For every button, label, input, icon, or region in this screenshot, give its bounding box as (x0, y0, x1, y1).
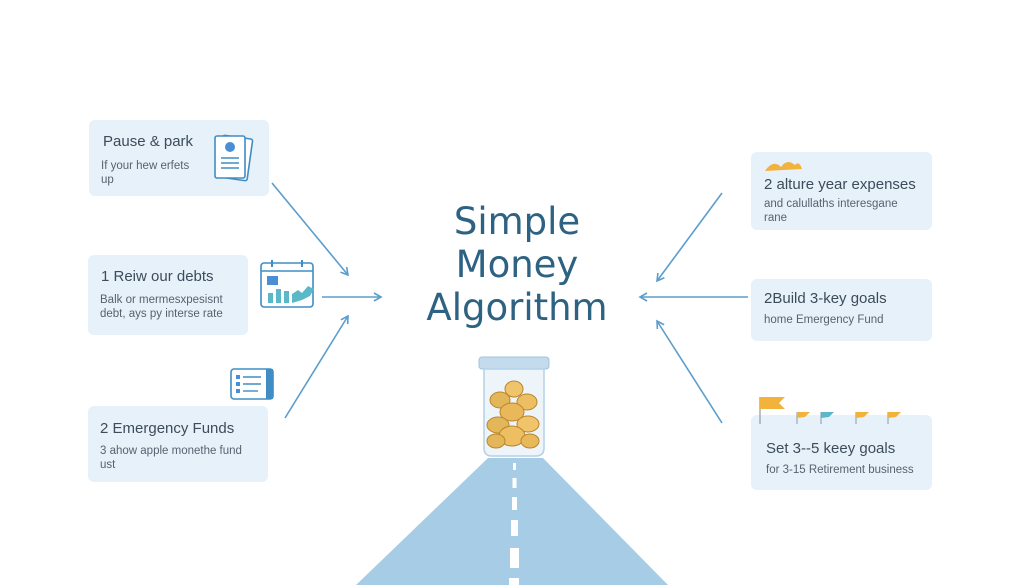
card-text: home Emergency Fund (764, 314, 884, 326)
card-set-goals: Set 3--5 keey goals for 3-15 Retirement … (751, 415, 932, 490)
arrow-card4-to-title (656, 192, 723, 283)
checklist-icon (230, 368, 274, 400)
diagram-title: Simple Money Algorithm (392, 200, 642, 329)
card-future-expenses: 2 alture year expenses and calullaths in… (751, 152, 932, 230)
calendar-chart-icon (260, 260, 314, 308)
title-line-3: Algorithm (426, 286, 608, 329)
document-icon (214, 134, 254, 182)
arrow-card1-to-title (271, 182, 350, 277)
road-icon (356, 458, 668, 585)
card-build-goals: 2Build 3-key goals home Emergency Fund (751, 279, 932, 341)
card-emergency-funds: 2 Emergency Funds 3 ahow apple monethe f… (88, 406, 268, 482)
card-text: for 3-15 Retirement business (766, 464, 914, 476)
sun-rays-icon (765, 161, 802, 171)
arrow-card6-to-title (656, 319, 723, 424)
card-title: 2 Emergency Funds (100, 420, 235, 437)
card-title: Pause & park (103, 133, 194, 150)
card-title: 2Build 3-key goals (764, 290, 887, 307)
title-line-1: Simple (453, 200, 581, 243)
arrow-card3-to-title (284, 314, 349, 419)
coin-jar-icon (478, 356, 550, 457)
card-title: Set 3--5 keey goals (766, 440, 896, 457)
card-title: 2 alture year expenses (764, 176, 916, 193)
flags-icon (759, 397, 901, 424)
card-title: 1 Reiw our debts (101, 268, 214, 285)
title-line-2: Money (455, 243, 579, 286)
